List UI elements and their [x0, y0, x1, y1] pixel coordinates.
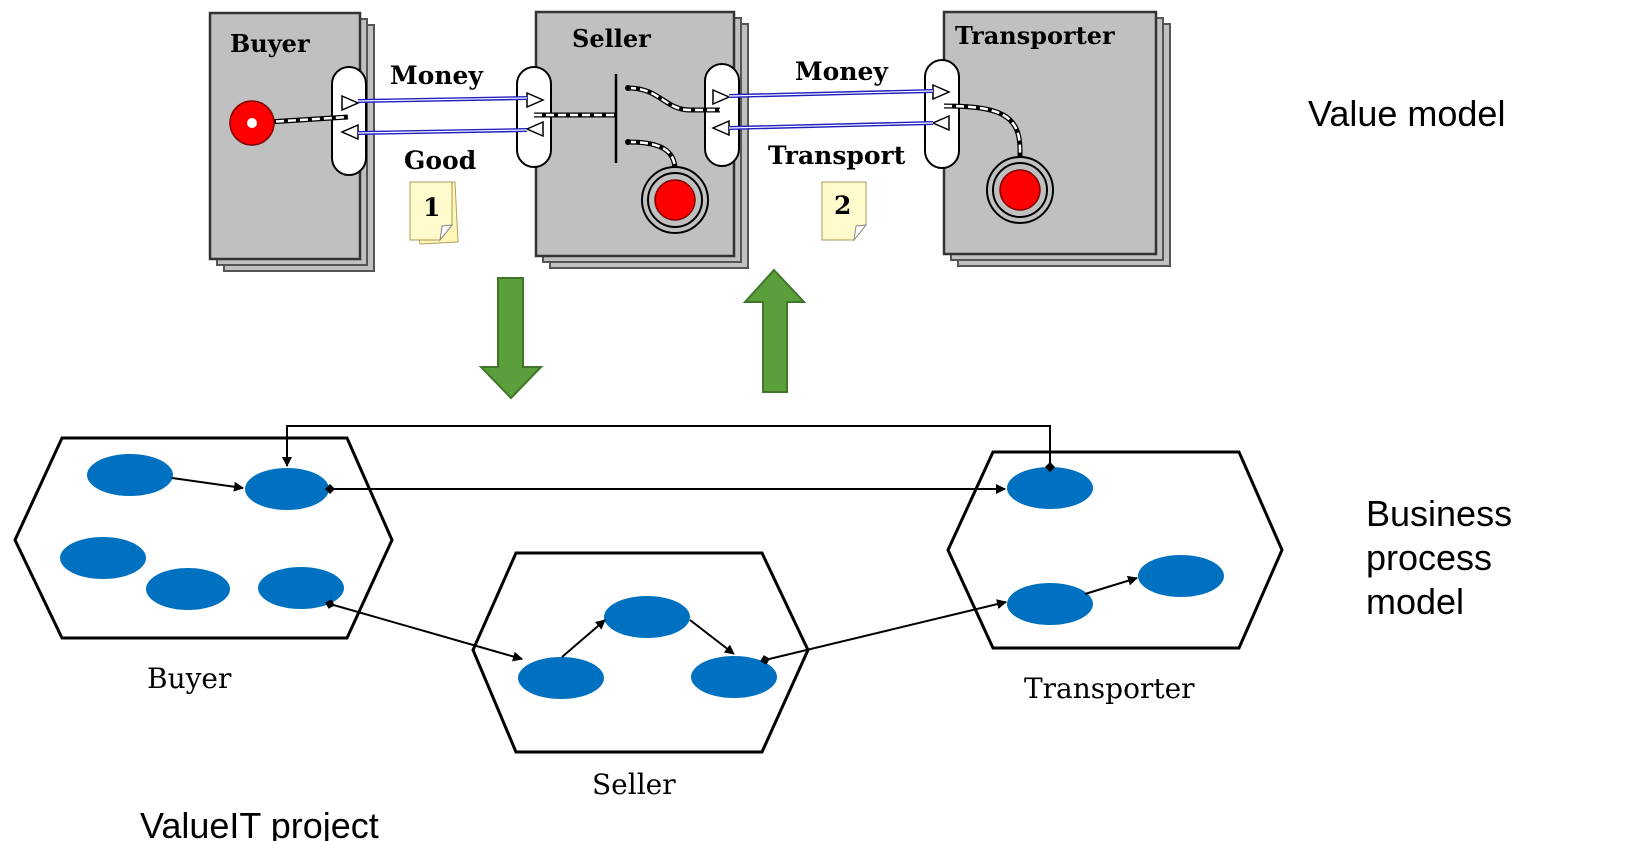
vm-actor-transporter: Transporter: [942, 10, 1171, 267]
vm-note-2: 2: [821, 181, 868, 242]
activity-seller-1: [604, 596, 690, 638]
activity-buyer-2: [245, 468, 329, 510]
label-value-model: Value model: [1308, 93, 1505, 134]
process-model: Buyer Seller Transporter: [13, 425, 1284, 801]
vm-actor-seller-label: Seller: [572, 24, 651, 53]
label-bpm-line3: model: [1366, 581, 1464, 622]
activity-seller-3: [691, 656, 777, 698]
pool-transporter: [946, 450, 1284, 650]
value-model: Buyer Seller Transporter: [208, 10, 1171, 272]
vm-label-transport: Transport: [768, 141, 906, 170]
vm-end-stimulus-transporter: [986, 156, 1054, 224]
label-business-process-model: Business process model: [1366, 493, 1512, 622]
label-bpm-line1: Business: [1366, 493, 1512, 534]
pool-transporter-label: Transporter: [1024, 672, 1195, 705]
vm-ports: [340, 83, 951, 141]
vm-value-transfers: [357, 89, 934, 135]
activity-transporter-2: [1007, 583, 1093, 625]
transform-arrow-down: [478, 277, 544, 400]
vm-label-good: Good: [404, 146, 476, 175]
activity-transporter-1: [1007, 467, 1093, 509]
vm-end-stimulus-seller: [641, 166, 709, 234]
label-bottom-partial: ValueIT project: [140, 805, 379, 841]
vm-interface-buyer: [331, 66, 367, 176]
activity-buyer-1: [87, 454, 173, 496]
transform-arrow-up: [742, 268, 807, 393]
pool-seller: [471, 551, 810, 754]
activity-seller-2: [518, 657, 604, 699]
process-flows: [171, 425, 1138, 665]
vm-interface-transporter: [924, 59, 960, 169]
activity-buyer-4: [146, 568, 230, 610]
activity-buyer-3: [60, 537, 146, 579]
pool-seller-label: Seller: [592, 768, 676, 801]
vm-label-money-1: Money: [390, 61, 484, 90]
vm-label-money-2: Money: [795, 57, 889, 86]
pool-buyer-label: Buyer: [147, 662, 232, 695]
activities: [60, 454, 1224, 699]
vm-note-1: 1: [409, 181, 459, 245]
label-bpm-line2: process: [1366, 537, 1492, 578]
activity-buyer-5: [258, 567, 344, 609]
vm-interface-seller-right: [704, 63, 740, 167]
activity-transporter-3: [1138, 555, 1224, 597]
vm-actor-buyer-label: Buyer: [230, 29, 310, 58]
vm-note-2-label: 2: [834, 191, 851, 220]
vm-note-1-label: 1: [423, 193, 440, 222]
vm-actor-transporter-label: Transporter: [955, 21, 1115, 50]
